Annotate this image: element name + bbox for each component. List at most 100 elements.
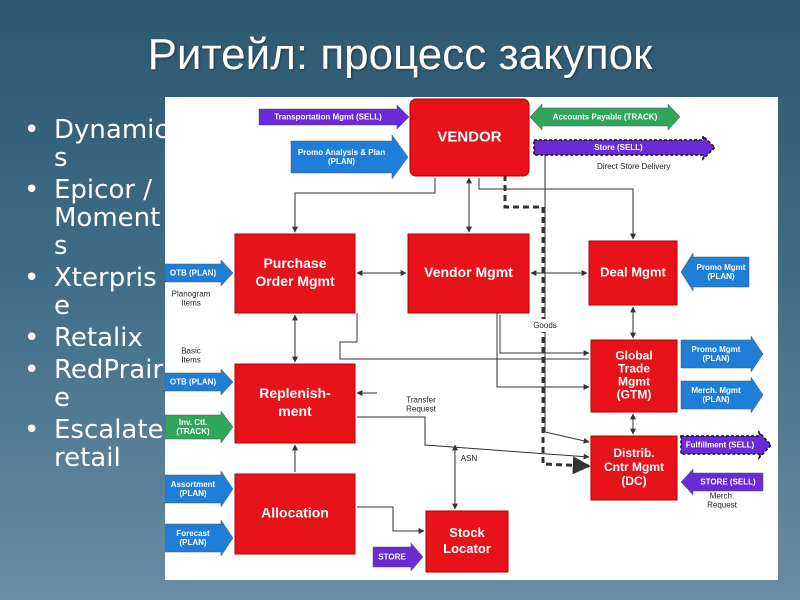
connector-line xyxy=(496,313,590,390)
label-text: Accounts Payable (TRACK) xyxy=(553,113,658,122)
label-text: (GTM) xyxy=(617,388,652,402)
label-text: Global xyxy=(615,349,652,363)
arrow-store-bottom: STORE xyxy=(372,542,424,572)
arrow-shape xyxy=(290,134,409,180)
label-text: (PLAN) xyxy=(328,157,355,166)
arrow-shape xyxy=(680,468,764,496)
label-text: Fulfillment (SELL) xyxy=(686,441,755,450)
label-text: Replenish- xyxy=(259,385,331,401)
label-text: Stock xyxy=(449,525,485,540)
arrow-shape xyxy=(165,259,234,287)
retail-procurement-diagram: Transportation Mgmt (SELL) Accounts Payab… xyxy=(165,97,778,580)
connector-lines xyxy=(292,153,636,534)
arrow-shape xyxy=(533,134,717,161)
label-text: Locator xyxy=(443,541,491,556)
node-box xyxy=(234,363,356,444)
arrow-promo-analysis: Promo Analysis & Plan(PLAN) xyxy=(290,134,409,180)
connector-line xyxy=(478,178,636,240)
note-direct-store-delivery: Direct Store Delivery xyxy=(597,162,670,171)
arrow-otb-2: OTB (PLAN) xyxy=(165,368,234,396)
list-item: Dynamics xyxy=(22,116,172,172)
label-text: Request xyxy=(406,405,437,414)
platform-list: Dynamics Epicor / Moments Xterprise Reta… xyxy=(22,116,172,476)
arrow-shape xyxy=(680,335,764,373)
arrow-assortment: Assortment(PLAN) xyxy=(165,470,234,508)
label-text: VENDOR xyxy=(437,128,501,145)
arrow-promo-mgmt-2: Promo Mgmt(PLAN) xyxy=(680,335,764,373)
node-box xyxy=(407,233,530,314)
node-box xyxy=(590,339,678,413)
node-box xyxy=(588,240,678,306)
arrow-shape xyxy=(680,430,773,460)
label-text: Purchase xyxy=(263,255,326,271)
label-text: Transfer xyxy=(406,396,436,405)
io-arrows: Transportation Mgmt (SELL) Accounts Payab… xyxy=(165,103,773,572)
label-text: STORE (SELL) xyxy=(700,478,756,487)
label-text: STORE xyxy=(378,553,406,562)
node-box xyxy=(409,98,530,177)
label-text: Allocation xyxy=(261,505,329,521)
list-item: Xterprise xyxy=(22,264,172,320)
arrow-shape xyxy=(165,519,234,557)
arrow-shape xyxy=(165,368,234,396)
label-text: Promo Mgmt xyxy=(692,345,741,354)
arrow-fulfillment: Fulfillment (SELL) xyxy=(680,430,773,460)
list-item: RedPraire xyxy=(22,356,172,412)
label-text: Mgmt xyxy=(618,375,650,389)
arrow-shape xyxy=(258,104,410,130)
node-box xyxy=(425,510,509,573)
label-text: (DC) xyxy=(621,474,646,488)
label-text: (PLAN) xyxy=(179,538,206,547)
node-box xyxy=(234,473,356,555)
label-text: Goods xyxy=(533,321,557,330)
label-text: Merch. Mgmt xyxy=(691,386,741,395)
label-text: OTB (PLAN) xyxy=(170,269,217,278)
connector-line xyxy=(292,178,436,233)
connector-line xyxy=(503,165,591,475)
arrow-merch-mgmt: Merch. Mgmt(PLAN) xyxy=(680,376,764,414)
label-text: Transportation Mgmt (SELL) xyxy=(274,113,382,122)
label-text: (PLAN) xyxy=(179,489,206,498)
arrow-store-sell-top: Store (SELL) xyxy=(533,134,717,161)
note-merch-request: Merch.Request xyxy=(707,492,738,510)
label-text: Promo Mgmt xyxy=(697,263,746,272)
label-text: Request xyxy=(707,501,738,510)
arrow-shape xyxy=(680,252,750,292)
node-box xyxy=(234,233,356,314)
label-text: (TRACK) xyxy=(176,427,210,436)
arrow-shape xyxy=(372,542,424,572)
connector-line xyxy=(357,506,425,534)
label-text: (PLAN) xyxy=(702,354,729,363)
node-vendor-mgmt: Vendor Mgmt xyxy=(407,233,530,314)
node-allocation: Allocation xyxy=(234,473,356,555)
connector-line xyxy=(339,313,589,360)
label-text: ment xyxy=(278,403,312,419)
label-text: Inv. Ctl. xyxy=(179,418,207,427)
connector-line xyxy=(357,416,590,460)
label-text: Assortment xyxy=(171,480,216,489)
slide-title: Ритейл: процесс закупок xyxy=(147,30,653,79)
label-text: Distrib. xyxy=(613,446,654,460)
arrow-otb-1: OTB (PLAN) xyxy=(165,259,234,287)
arrow-store-sell-right: STORE (SELL) xyxy=(680,468,764,496)
note-asn: ASN xyxy=(461,454,478,463)
label-text: ASN xyxy=(461,454,478,463)
list-item: Retalix xyxy=(22,324,172,352)
label-text: OTB (PLAN) xyxy=(170,378,217,387)
node-vendor: VENDOR xyxy=(409,98,530,177)
label-text: Store (SELL) xyxy=(594,143,643,152)
arrow-promo-mgmt-1: Promo Mgmt(PLAN) xyxy=(680,252,750,292)
label-text: (PLAN) xyxy=(707,272,734,281)
label-text: Deal Mgmt xyxy=(600,264,666,279)
node-replenishment: Replenish-ment xyxy=(234,363,356,444)
label-text: Planogram xyxy=(172,290,211,299)
label-text: (PLAN) xyxy=(702,395,729,404)
label-text: Order Mgmt xyxy=(255,273,335,289)
